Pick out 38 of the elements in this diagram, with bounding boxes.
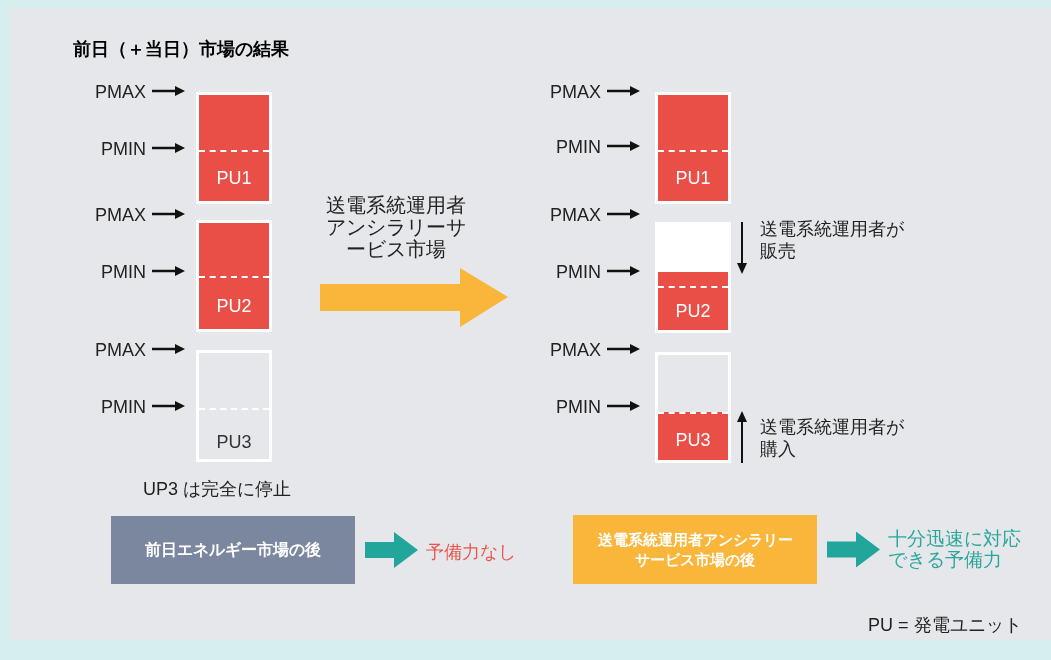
title: 前日（＋当日）市場の結果 bbox=[73, 38, 289, 61]
stage-label: 送電系統運用者アンシラリーサービス市場の後 bbox=[596, 529, 794, 570]
unit-block bbox=[655, 222, 731, 333]
unit-block bbox=[655, 352, 731, 463]
stage-box bbox=[573, 515, 817, 584]
level-label: PMAX bbox=[94, 204, 146, 227]
unit-label: PU1 bbox=[674, 167, 712, 190]
level-label: PMIN bbox=[100, 138, 146, 161]
level-label: PMAX bbox=[549, 204, 601, 227]
unit-block bbox=[196, 350, 272, 462]
level-label: PMIN bbox=[555, 396, 601, 419]
stage-box bbox=[111, 516, 355, 584]
unit-block bbox=[655, 92, 731, 204]
unit-label: PU3 bbox=[674, 429, 712, 452]
level-label: PMAX bbox=[94, 339, 146, 362]
level-label: PMAX bbox=[94, 81, 146, 104]
arrow bbox=[365, 532, 418, 568]
level-label: PMIN bbox=[555, 261, 601, 284]
unit-label: PU2 bbox=[674, 300, 712, 323]
arrow bbox=[827, 531, 880, 568]
level-label: PMIN bbox=[100, 396, 146, 419]
unit-label: PU3 bbox=[215, 431, 253, 454]
result-text: 十分迅速に対応できる予備力 bbox=[888, 528, 1022, 570]
note-text: UP3 は完全に停止 bbox=[143, 478, 293, 501]
unit-label: PU1 bbox=[215, 167, 253, 190]
unit-block bbox=[196, 92, 272, 204]
note-text: 送電系統運用者アンシラリーサービス市場 bbox=[325, 194, 467, 260]
note-text: 送電系統運用者が購入 bbox=[760, 416, 905, 460]
unit-label: PU2 bbox=[215, 295, 253, 318]
level-label: PMAX bbox=[549, 339, 601, 362]
stage-label: 前日エネルギー市場の後 bbox=[145, 540, 321, 560]
result-text: 予備力なし bbox=[426, 540, 516, 564]
level-label: PMIN bbox=[100, 261, 146, 284]
level-label: PMAX bbox=[549, 81, 601, 104]
unit-block bbox=[196, 220, 272, 332]
level-label: PMIN bbox=[555, 136, 601, 159]
note-text: PU = 発電ユニット bbox=[868, 614, 1023, 637]
note-text: 送電系統運用者が販売 bbox=[760, 218, 905, 262]
